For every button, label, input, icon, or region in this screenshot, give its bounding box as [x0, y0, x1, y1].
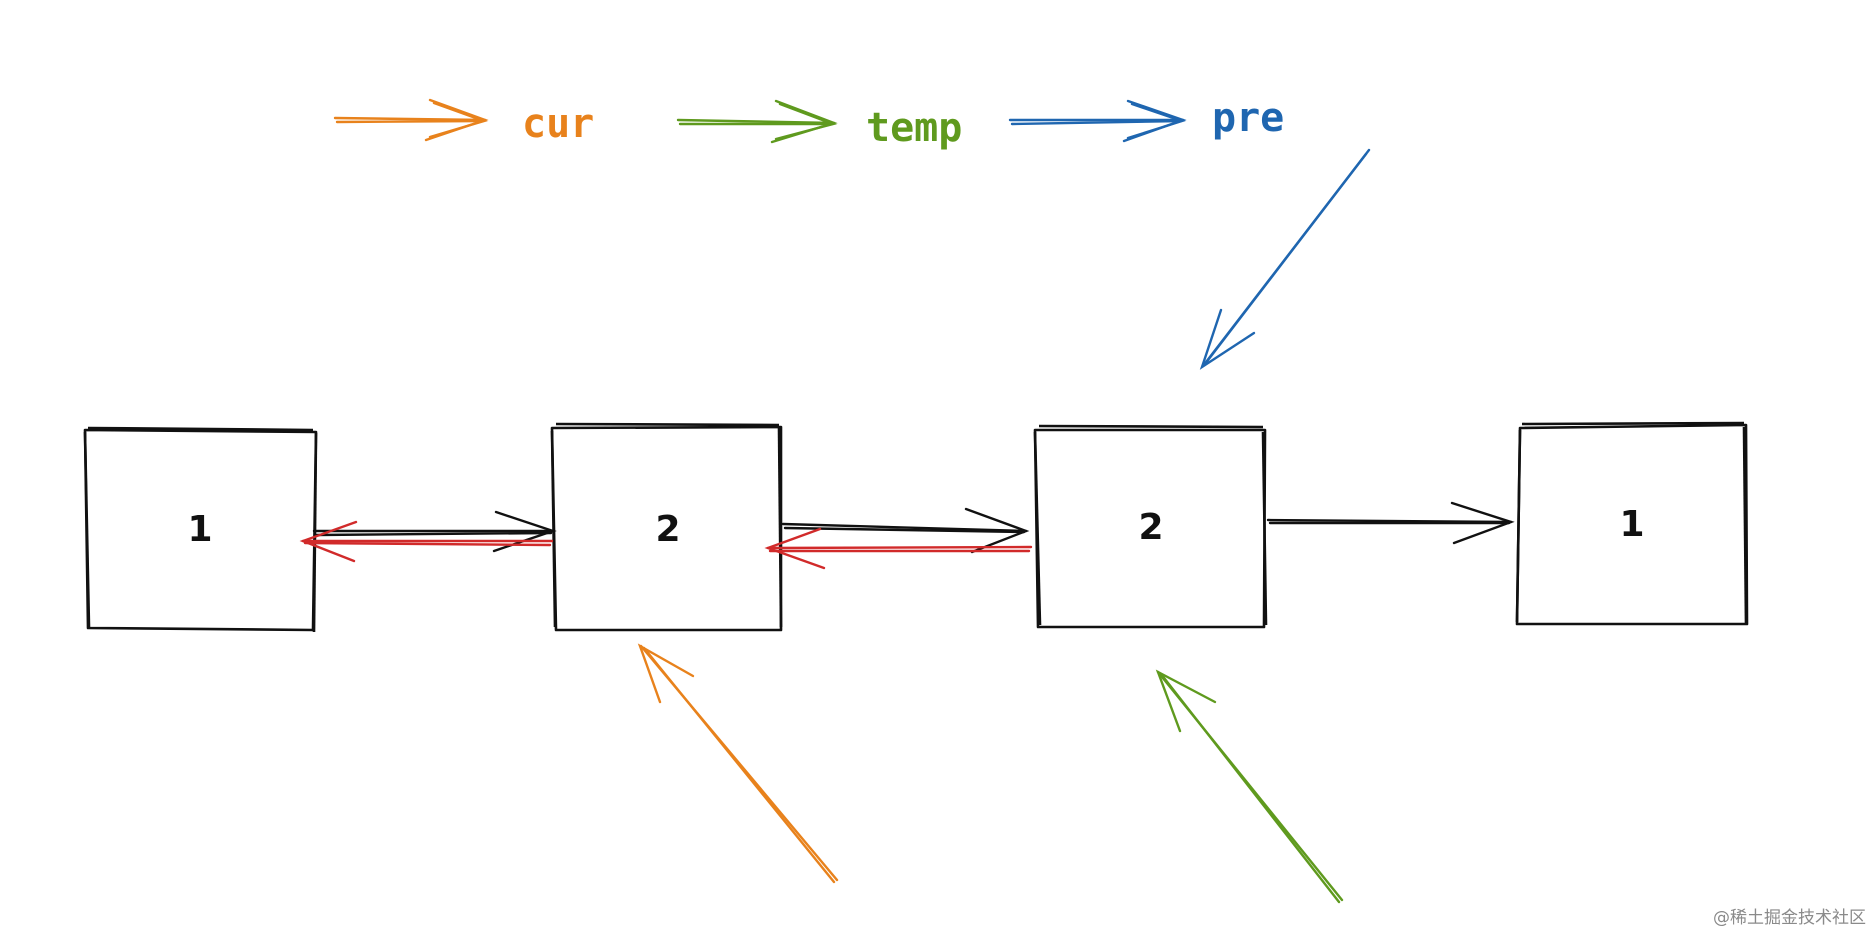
legend-pre-label: pre: [1212, 95, 1284, 141]
list-node-1-box: [83, 426, 318, 633]
legend: cur temp pre: [333, 95, 1284, 151]
pointers: [637, 148, 1371, 904]
next-links: [312, 501, 1515, 554]
link-3-to-4: [1266, 501, 1515, 545]
reversed-link-3-to-2: [764, 527, 1033, 570]
list-node-1-value: 1: [187, 509, 212, 550]
legend-cur-label: cur: [522, 101, 594, 147]
legend-temp-label: temp: [866, 105, 962, 151]
list-node-2-value: 2: [655, 509, 680, 550]
list-node-2-box: [550, 422, 783, 632]
list-node-4-value: 1: [1619, 504, 1644, 545]
list-node-1: 1: [83, 426, 318, 633]
legend-cur-arrow: [333, 98, 489, 142]
legend-pre: pre: [1008, 95, 1284, 143]
link-2-to-3: [781, 507, 1030, 554]
list-node-4: 1: [1515, 421, 1749, 626]
list-node-3: 2: [1033, 424, 1268, 629]
list-node-4-box: [1515, 421, 1749, 626]
list-node-3-value: 2: [1138, 507, 1163, 548]
watermark: @稀土掘金技术社区: [1713, 908, 1866, 928]
list-node-2: 2: [550, 422, 783, 632]
legend-pre-arrow: [1008, 99, 1187, 143]
reversed-links: [299, 520, 1033, 570]
reversed-link-2-to-1: [299, 520, 554, 563]
linked-list-nodes: 1 2 2: [83, 421, 1749, 633]
legend-temp: temp: [676, 99, 962, 151]
list-node-3-box: [1033, 424, 1268, 629]
legend-cur: cur: [333, 98, 594, 147]
pre-pointer-arrow: [1199, 148, 1371, 370]
cur-pointer-arrow: [637, 643, 839, 884]
legend-temp-arrow: [676, 99, 838, 144]
temp-pointer-arrow: [1155, 669, 1344, 904]
